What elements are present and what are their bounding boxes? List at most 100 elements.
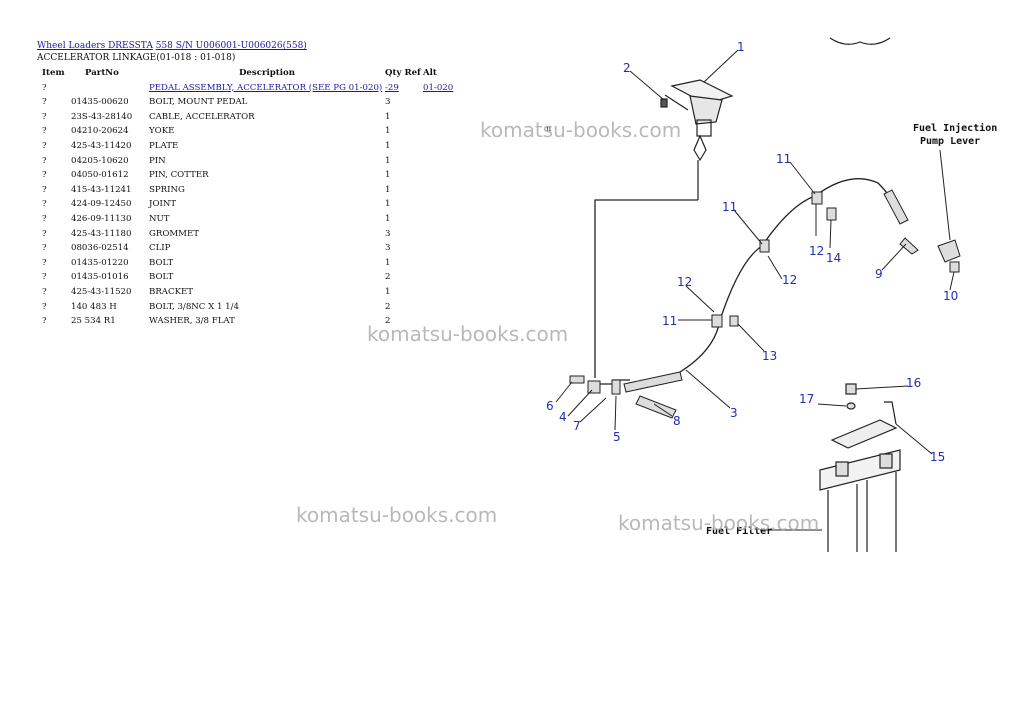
col-alt-header: Alt — [423, 68, 437, 78]
breadcrumb: Wheel Loaders DRESSTA 558 S/N U006001-U0… — [37, 40, 307, 52]
table-row: ? 425-43-11420 PLATE 1 — [37, 139, 463, 154]
col-qty-header: Qty Ref — [385, 68, 421, 78]
row-qty: 2 — [385, 272, 391, 283]
fuel-filter-label: Fuel Filter — [706, 525, 772, 537]
callout-16: 16 — [906, 376, 921, 390]
leader-lines — [555, 49, 955, 531]
callout-2: 2 — [623, 61, 631, 75]
callout-3: 3 — [730, 406, 738, 420]
row-qty: 2 — [385, 316, 391, 327]
row-qty: 3 — [385, 243, 391, 254]
row-description: PIN, COTTER — [149, 170, 209, 181]
callout-11-lower: 11 — [662, 314, 677, 328]
row-item: ? — [42, 170, 47, 181]
callout-15: 15 — [930, 450, 945, 464]
row-description: GROMMET — [149, 228, 199, 239]
accelerator-cable-drawing — [594, 178, 896, 385]
row-qty: 1 — [385, 286, 391, 297]
table-row: ? 425-43-11180 GROMMET 3 — [37, 227, 463, 242]
row-alt: 01-020 — [423, 81, 463, 96]
callout-14: 14 — [826, 251, 841, 265]
table-row: ? 01435-01220 BOLT 1 — [37, 256, 463, 271]
row-partno: 426-09-11130 — [71, 213, 132, 224]
row-item: ? — [42, 184, 47, 195]
row-description: PEDAL ASSEMBLY, ACCELERATOR (SEE PG 01-0… — [149, 81, 385, 96]
row-item: ? — [42, 243, 47, 254]
row-item: ? — [42, 155, 47, 166]
row-partno: 140 483 H — [71, 301, 117, 312]
row-partno: 25 534 R1 — [71, 316, 116, 327]
callout-12-lower: 12 — [677, 275, 692, 289]
row-qty: 1 — [385, 213, 391, 224]
callout-13: 13 — [762, 349, 777, 363]
row-partno: 425-43-11520 — [71, 286, 132, 297]
row-qty: 1 — [385, 140, 391, 151]
row-item: ? — [42, 97, 47, 108]
callout-4: 4 — [559, 410, 567, 424]
row-qty: -29 — [385, 81, 423, 96]
table-row: ? 08036-02514 CLIP 3 — [37, 241, 463, 256]
table-row: ? 426-09-11130 NUT 1 — [37, 212, 463, 227]
row-partno: 425-43-11180 — [71, 228, 132, 239]
callout-5: 5 — [613, 430, 621, 444]
row-partno: 01435-01220 — [71, 257, 129, 268]
row-partno: 04205-10620 — [71, 155, 129, 166]
row-partno: 425-43-11420 — [71, 140, 132, 151]
row-item: ? — [42, 82, 47, 93]
row-description: BOLT — [149, 272, 174, 283]
table-header-row: Item PartNo Description Qty Ref Alt — [37, 66, 463, 81]
row-qty: 3 — [385, 97, 391, 108]
model-link[interactable]: Wheel Loaders DRESSTA — [37, 41, 153, 51]
serial-range-link[interactable]: 558 S/N U006001-U006026(558) — [155, 41, 307, 51]
parts-table: Item PartNo Description Qty Ref Alt ? PE… — [37, 66, 463, 329]
row-item: ? — [42, 111, 47, 122]
row-item: ? — [42, 140, 47, 151]
row-description: JOINT — [149, 199, 177, 210]
callout-12-middle: 12 — [782, 273, 797, 287]
row-item: ? — [42, 301, 47, 312]
row-qty: 1 — [385, 155, 391, 166]
col-item-header: Item — [42, 68, 65, 78]
row-qty: 3 — [385, 228, 391, 239]
table-row: ? PEDAL ASSEMBLY, ACCELERATOR (SEE PG 01… — [37, 81, 463, 96]
row-item: ? — [42, 316, 47, 327]
callout-7: 7 — [573, 419, 581, 433]
row-item: ? — [42, 213, 47, 224]
row-qty: 1 — [385, 126, 391, 137]
row-partno: 01435-01016 — [71, 272, 129, 283]
callout-6: 6 — [546, 399, 554, 413]
row-qty: 1 — [385, 184, 391, 195]
row-qty: 1 — [385, 257, 391, 268]
section-title: ACCELERATOR LINKAGE(01-018 : 01-018) — [37, 53, 236, 63]
callout-11-upper: 11 — [776, 152, 791, 166]
row-description: YOKE — [149, 126, 175, 137]
row-description: CLIP — [149, 243, 171, 254]
callout-1: 1 — [737, 40, 745, 54]
col-description-header: Description — [238, 68, 295, 78]
callout-9: 9 — [875, 267, 883, 281]
row-partno: 01435-00620 — [71, 97, 129, 108]
pump-lever-label-line2: Pump Lever — [920, 136, 980, 147]
row-item: ? — [42, 126, 47, 137]
row-description: PIN — [149, 155, 166, 166]
row-partno: 415-43-11241 — [71, 184, 132, 195]
row-description: BOLT — [149, 257, 174, 268]
ref-link[interactable]: -29 — [385, 82, 399, 93]
row-item: ? — [42, 257, 47, 268]
row-item: ? — [42, 228, 47, 239]
fuel-filter-drawing — [819, 383, 901, 552]
row-description: PLATE — [149, 140, 179, 151]
row-description: NUT — [149, 213, 170, 224]
pedal-assembly-link[interactable]: PEDAL ASSEMBLY, ACCELERATOR (SEE PG 01-0… — [149, 82, 383, 93]
callout-8: 8 — [673, 414, 681, 428]
alt-page-link[interactable]: 01-020 — [423, 82, 454, 93]
row-partno: 08036-02514 — [71, 243, 129, 254]
